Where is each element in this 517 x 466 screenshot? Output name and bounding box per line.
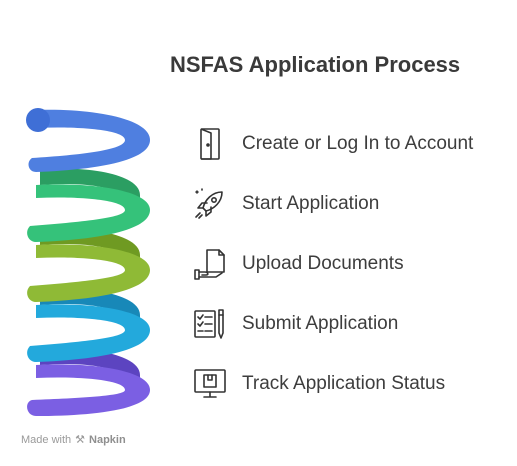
step-track-status: Track Application Status [190, 364, 510, 404]
step-upload-documents: Upload Documents [190, 244, 510, 284]
door-icon [190, 124, 230, 164]
step-label: Create or Log In to Account [242, 133, 474, 154]
step-label: Submit Application [242, 313, 399, 334]
spiral-coil-purple [27, 364, 150, 416]
spiral-coil-green [27, 184, 150, 242]
checklist-pen-icon [190, 304, 230, 344]
spiral-graphic [26, 108, 150, 416]
footer-brand: Napkin [89, 433, 126, 446]
footer-credit: Made with ⚒ Napkin [21, 433, 126, 447]
footer-prefix: Made with [21, 433, 72, 446]
step-label: Track Application Status [242, 373, 446, 394]
step-label: Start Application [242, 193, 380, 214]
spiral-coil-olive [27, 244, 150, 302]
spiral-back-1 [40, 168, 140, 205]
monitor-icon [190, 364, 230, 404]
diagram-title: NSFAS Application Process [170, 52, 461, 77]
rocket-icon [190, 184, 230, 224]
napkin-logo-icon: ⚒ [75, 434, 86, 446]
spiral-top-end [26, 108, 50, 132]
step-label: Upload Documents [242, 253, 404, 274]
step-submit-application: Submit Application [190, 304, 510, 344]
document-hand-icon [190, 244, 230, 284]
spiral-coil-blue [28, 109, 150, 172]
spiral-coil-cyan [27, 304, 150, 362]
step-start-application: Start Application [190, 184, 510, 224]
step-create-account: Create or Log In to Account [190, 124, 510, 164]
